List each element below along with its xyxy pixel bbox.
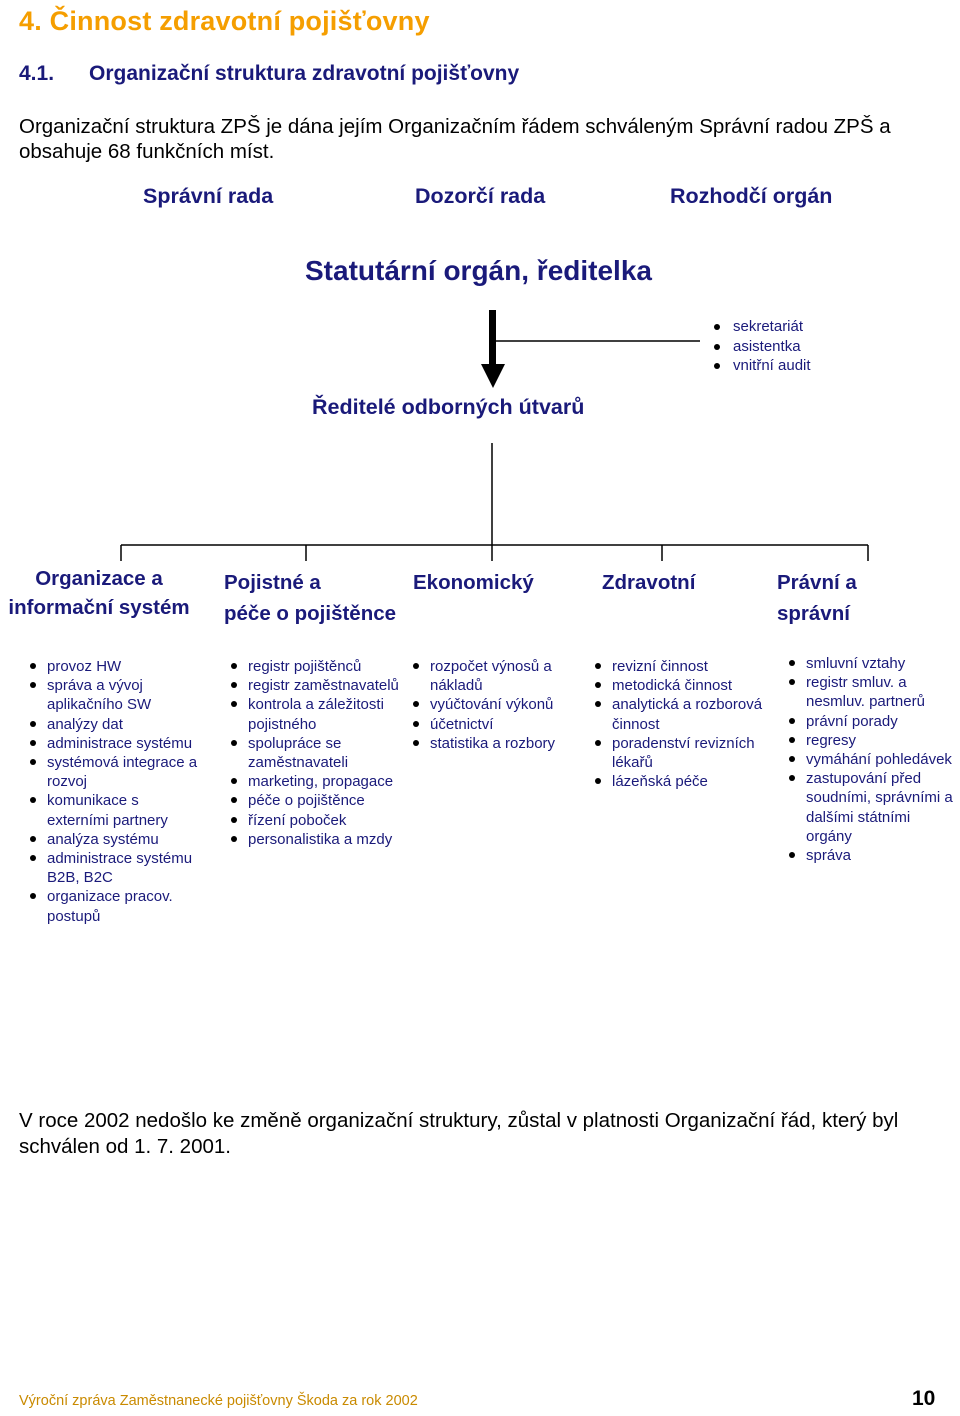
footer-text: Výroční zpráva Zaměstnanecké pojišťovny … — [19, 1393, 418, 1409]
staff-unit: sekretariát — [712, 317, 811, 337]
dept-duties-legal: smluvní vztahy registr smluv. a nesmluv.… — [789, 654, 957, 865]
list-item: zastupování před soudními, správními a d… — [789, 769, 957, 846]
list-item: provoz HW — [30, 657, 200, 676]
list-item: poradenství revizních lékařů — [595, 734, 765, 772]
list-item: správa — [789, 846, 957, 865]
list-item: systémová integrace a rozvoj — [30, 753, 200, 791]
page-number: 10 — [912, 1387, 936, 1410]
list-item: účetnictví — [413, 715, 578, 734]
department-directors: Ředitelé odborných útvarů — [312, 395, 585, 419]
dept-title-it: Organizace a informační systém — [0, 564, 198, 622]
list-item: analýza systému — [30, 830, 200, 849]
list-item: péče o pojištěnce — [231, 791, 406, 810]
board-arbitration: Rozhodčí orgán — [670, 184, 833, 208]
dept-title-line: Pojistné a — [224, 571, 321, 594]
list-item: rozpočet výnosů a nákladů — [413, 657, 578, 695]
list-item: vymáhání pohledávek — [789, 750, 957, 769]
list-item: smluvní vztahy — [789, 654, 957, 673]
list-item: lázeňská péče — [595, 772, 765, 791]
dept-title-line: správní — [777, 602, 850, 625]
list-item: právní porady — [789, 712, 957, 731]
statutory-body: Statutární orgán, ředitelka — [305, 255, 652, 286]
list-item: analýzy dat — [30, 715, 200, 734]
staff-units-list: sekretariát asistentka vnitřní audit — [712, 317, 811, 376]
closing-paragraph: V roce 2002 nedošlo ke změně organizační… — [19, 1109, 899, 1158]
arrow-shaft — [489, 310, 496, 367]
list-item: registr zaměstnavatelů — [231, 676, 406, 695]
list-item: administrace systému — [30, 734, 200, 753]
section-heading: 4.1. Organizační struktura zdravotní poji… — [19, 62, 519, 86]
dept-title-line: péče o pojištěnce — [224, 602, 397, 625]
board-supervisory: Dozorčí rada — [415, 184, 546, 208]
dept-duties-it: provoz HW správa a vývoj aplikačního SW … — [30, 657, 200, 926]
list-item: marketing, propagace — [231, 772, 406, 791]
list-item: správa a vývoj aplikačního SW — [30, 676, 200, 714]
staff-unit: vnitřní audit — [712, 356, 811, 376]
dept-duties-economic: rozpočet výnosů a nákladů vyúčtování výk… — [413, 657, 578, 753]
arrow-down-icon — [481, 364, 505, 388]
list-item: revizní činnost — [595, 657, 765, 676]
list-item: regresy — [789, 731, 957, 750]
list-item: komunikace s externími partnery — [30, 791, 200, 829]
dept-title-line: Právní a — [777, 571, 857, 594]
list-item: registr pojištěnců — [231, 657, 406, 676]
section-title: Organizační struktura zdravotní pojišťov… — [89, 62, 520, 85]
list-item: analytická a rozborová činnost — [595, 695, 765, 733]
section-number: 4.1. — [19, 62, 55, 85]
dept-title-medical: Zdravotní — [602, 567, 695, 598]
list-item: personalistika a mzdy — [231, 830, 406, 849]
list-item: organizace pracov. postupů — [30, 887, 200, 925]
dept-title-line: Organizace a — [35, 567, 163, 590]
dept-title-line: Ekonomický — [413, 571, 534, 594]
dept-title-line: Zdravotní — [602, 571, 696, 594]
list-item: statistika a rozbory — [413, 734, 578, 753]
list-item: vyúčtování výkonů — [413, 695, 578, 714]
list-item: kontrola a záležitosti pojistného — [231, 695, 406, 733]
list-item: administrace systému B2B, B2C — [30, 849, 200, 887]
dept-title-line: informační systém — [8, 596, 190, 619]
dept-duties-insurance: registr pojištěnců registr zaměstnavatel… — [231, 657, 406, 849]
dept-title-legal: Právní a správní — [777, 567, 857, 629]
list-item: registr smluv. a nesmluv. partnerů — [789, 673, 957, 711]
list-item: spolupráce se zaměstnavateli — [231, 734, 406, 772]
intro-paragraph: Organizační struktura ZPŠ je dána jejím … — [19, 115, 891, 163]
board-supervisory-admin: Správní rada — [143, 184, 274, 208]
page-heading: 4. Činnost zdravotní pojišťovny — [19, 6, 430, 36]
dept-duties-medical: revizní činnost metodická činnost analyt… — [595, 657, 765, 791]
staff-unit: asistentka — [712, 337, 811, 357]
list-item: řízení poboček — [231, 811, 406, 830]
list-item: metodická činnost — [595, 676, 765, 695]
dept-title-economic: Ekonomický — [413, 567, 534, 598]
dept-title-insurance: Pojistné a péče o pojištěnce — [224, 567, 396, 629]
